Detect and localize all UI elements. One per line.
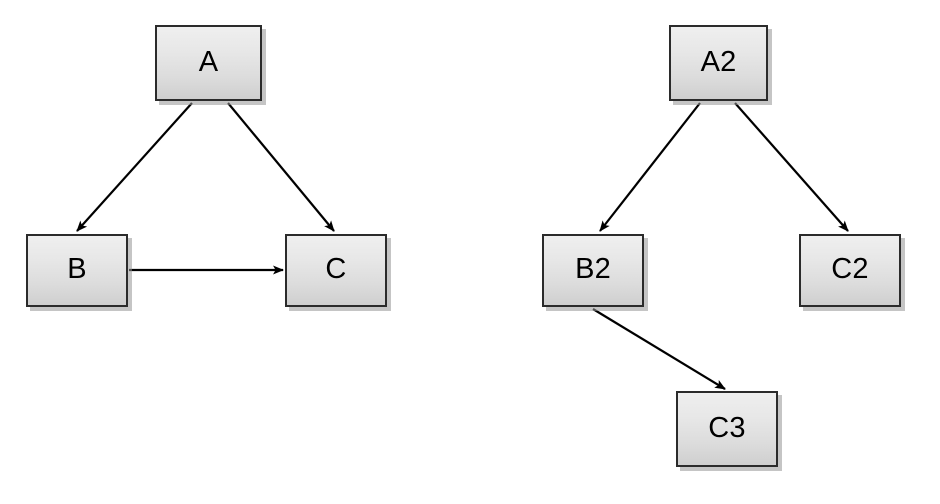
node-c[interactable]: C	[285, 234, 387, 307]
node-label: B	[67, 253, 87, 285]
node-label: A	[198, 45, 219, 78]
node-c2[interactable]: C2	[799, 234, 901, 307]
node-c3[interactable]: C3	[676, 391, 778, 467]
edge-a2-to-b2	[599, 102, 701, 232]
node-label: A2	[700, 45, 737, 78]
edge-a-to-c	[227, 102, 335, 232]
node-label: C3	[708, 411, 746, 444]
node-label: C	[325, 253, 347, 285]
node-b2[interactable]: B2	[542, 234, 644, 307]
node-label: B2	[575, 253, 611, 285]
node-label: C2	[831, 253, 869, 285]
node-a[interactable]: A	[155, 25, 262, 101]
node-b[interactable]: B	[26, 234, 128, 307]
edge-a2-to-c2	[734, 102, 849, 232]
edge-b2-to-c3	[592, 308, 726, 390]
edge-a-to-b	[76, 102, 193, 232]
node-a2[interactable]: A2	[669, 25, 768, 101]
